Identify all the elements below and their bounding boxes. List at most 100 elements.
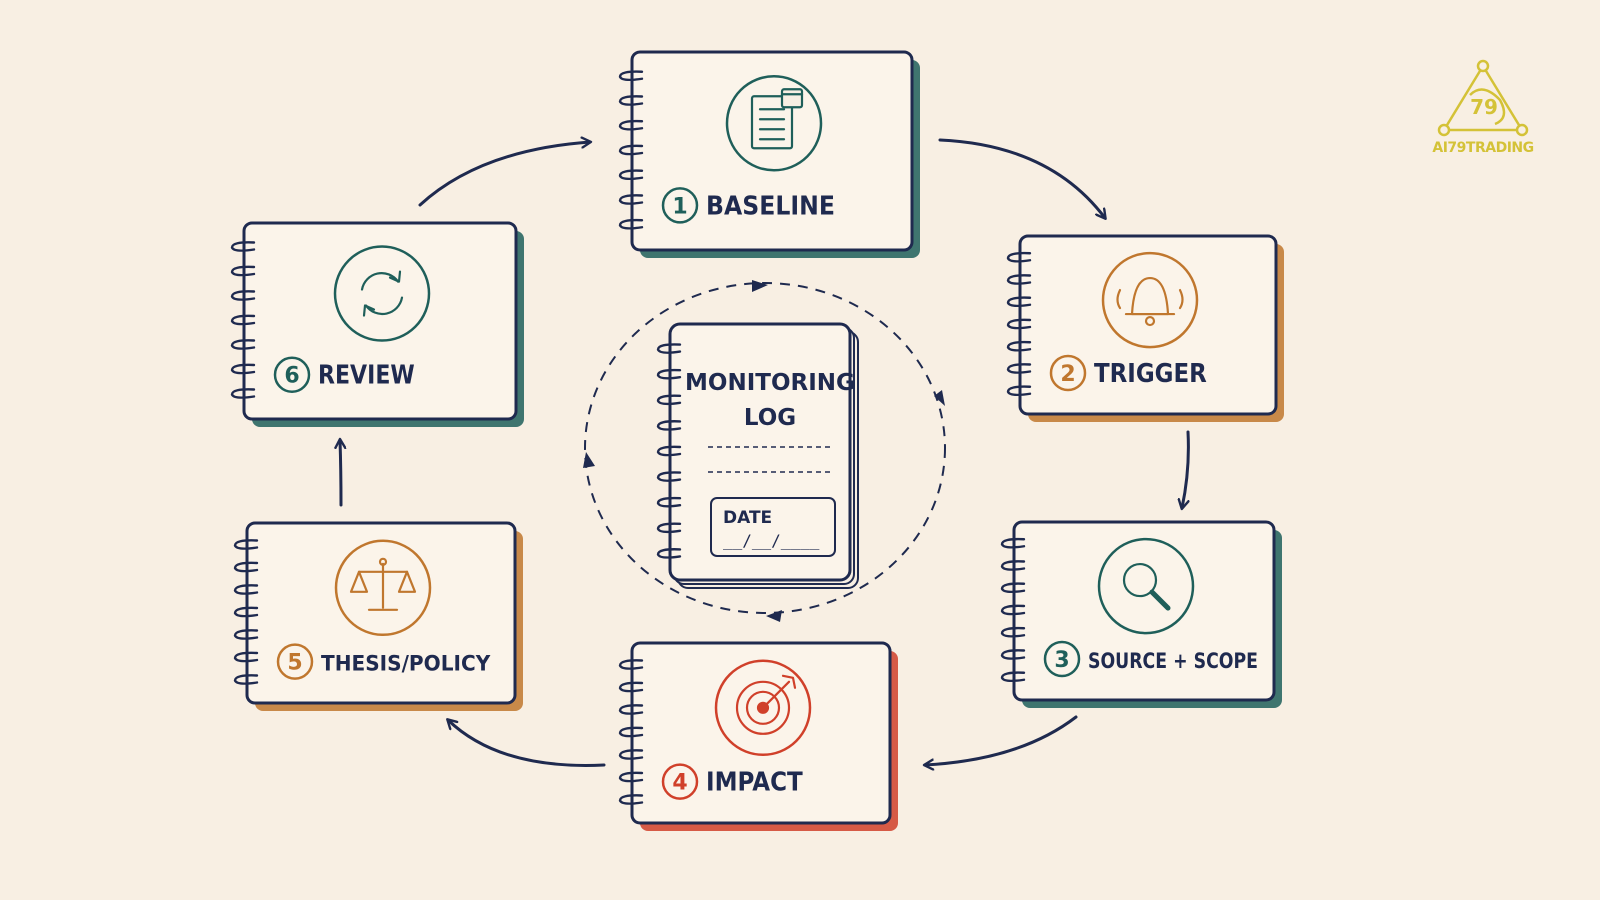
step-label: TRIGGER (1094, 359, 1207, 389)
notebook-ring (1000, 649, 1026, 660)
target-icon (714, 659, 812, 757)
notebook-ring (230, 265, 256, 277)
step-label: THESIS/POLICY (321, 652, 491, 676)
date-label: DATE (723, 508, 772, 528)
step-label: SOURCE + SCOPE (1088, 649, 1258, 673)
notebook-ring (656, 548, 682, 559)
arrow-review-to-baseline (418, 142, 590, 207)
notebook-ring (656, 368, 682, 380)
step-label: BASELINE (706, 191, 835, 221)
notebook-ring (1000, 582, 1026, 594)
step-number: 6 (284, 364, 299, 389)
notebook-ring (618, 144, 644, 156)
step-number: 1 (672, 194, 687, 219)
notebook-ring (1006, 296, 1032, 308)
step-number-badge (661, 763, 699, 800)
notebook-ring (233, 561, 259, 573)
notebook-ring (1000, 604, 1026, 616)
step-card-thesis-policy: 5 THESIS/POLICY (233, 521, 523, 711)
magnifier-icon (1097, 537, 1195, 635)
notebook-ring (233, 606, 259, 618)
ai79trading-logo: 79 (1437, 59, 1529, 137)
notebook-ring (618, 119, 644, 131)
step-label: REVIEW (318, 361, 415, 391)
notebook-ring (618, 659, 644, 670)
step-number: 4 (672, 771, 687, 796)
card-body (630, 50, 914, 252)
notebook-ring (618, 218, 644, 230)
arrow-thesis-to-review (340, 440, 341, 507)
step-number: 2 (1060, 362, 1075, 387)
step-number-badge (276, 643, 314, 680)
date-field: __/__/____ (723, 531, 820, 550)
date-box (710, 497, 836, 557)
notebook-ring (656, 471, 682, 482)
step-card-source-scope: 3 SOURCE + SCOPE (1000, 520, 1282, 708)
logo-text: AI79TRADING (1432, 140, 1534, 156)
cycle-arrows (340, 138, 1190, 765)
notebook-ring (618, 169, 644, 181)
notebook-ring (618, 726, 644, 738)
notebook-ring (230, 314, 256, 326)
bell-icon (1101, 251, 1199, 349)
step-card-trigger: 2 TRIGGER (1006, 234, 1284, 422)
step-number: 5 (287, 651, 302, 676)
notebook-ring (1006, 318, 1032, 330)
refresh-cycle-icon (333, 245, 431, 342)
step-card-impact: 4 IMPACT (618, 641, 898, 831)
notebook-ring (230, 241, 256, 252)
notebook-ring (233, 539, 259, 550)
notebook-ring (230, 363, 256, 375)
notebook-ring (1000, 671, 1026, 683)
step-card-review: 6 REVIEW (230, 221, 524, 427)
step-number-badge (1049, 354, 1087, 392)
notebook-ring (1000, 626, 1026, 638)
notebook-ring (1000, 537, 1026, 549)
step-cards: 1 BASELINE 2 TRIGGER 3 SOURCE + SCOPE 4 IMPACT 5… (230, 50, 1284, 831)
notebook-ring (1006, 363, 1032, 374)
card-body (245, 521, 517, 705)
notebook-ring (656, 420, 682, 431)
log-title-line1: MONITORING (685, 370, 855, 396)
notebook-ring (656, 522, 682, 534)
step-label: IMPACT (706, 768, 803, 798)
notebook-ring (656, 496, 682, 508)
notebook-rings (656, 343, 682, 559)
card-body (242, 221, 518, 421)
step-number-badge (661, 187, 699, 224)
notebook-ring (618, 681, 644, 693)
step-card-baseline: 1 BASELINE (618, 50, 920, 258)
notebook-ring (656, 445, 682, 457)
logo-mark: 79 (1470, 95, 1498, 119)
arrow-source-to-impact (925, 715, 1078, 765)
notebook-ring (1000, 560, 1026, 571)
notebook-ring (233, 629, 259, 640)
monitoring-log-notebook: MONITORING LOG DATE __/__/____ (656, 322, 859, 589)
notebook-ring (618, 704, 644, 715)
step-number: 3 (1054, 648, 1069, 673)
arrow-baseline-to-trigger (938, 138, 1105, 218)
notebook-ring (618, 194, 644, 205)
scales-icon (334, 539, 432, 637)
notebook-ring (618, 794, 644, 805)
arrow-trigger-to-source (1182, 430, 1190, 508)
document-calendar-icon (725, 75, 823, 172)
notebook-ring (618, 95, 644, 106)
notebook-ring (1006, 385, 1032, 397)
notebook-ring (233, 584, 259, 595)
notebook-ring (618, 771, 644, 783)
inner-dashed-cycle (583, 280, 946, 622)
notebook-ring (230, 388, 256, 399)
notebook-ring (1006, 251, 1032, 263)
notebook-ring (1006, 340, 1032, 352)
notebook-ring (656, 394, 682, 406)
notebook-ring (1006, 274, 1032, 285)
log-title-line2: LOG (744, 405, 796, 431)
step-number-badge (1043, 640, 1081, 678)
notebook-ring (656, 343, 682, 354)
notebook-ring (233, 674, 259, 685)
notebook-ring (618, 749, 644, 760)
notebook-ring (230, 339, 256, 350)
step-number-badge (273, 356, 311, 393)
